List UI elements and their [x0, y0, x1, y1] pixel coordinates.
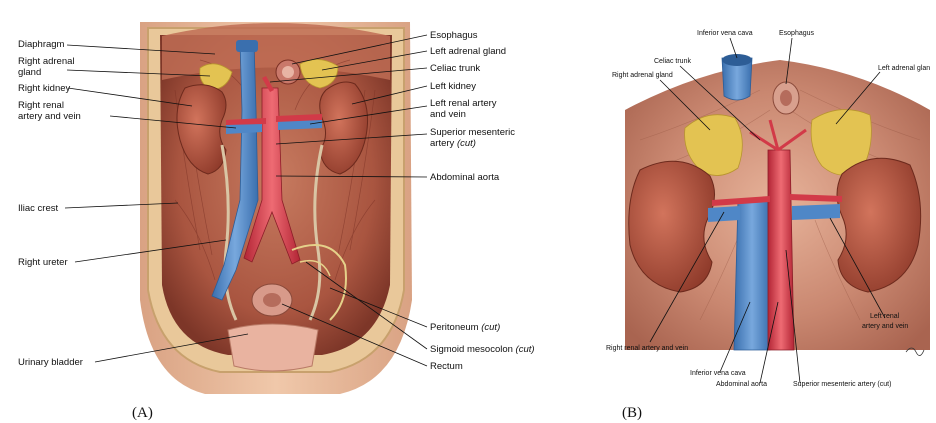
label-peritoneum: Peritoneum (cut) — [430, 322, 500, 333]
label-left-renal-b-2: artery and vein — [862, 323, 908, 330]
label-left-renal-b-1: Left renal — [870, 313, 900, 320]
label-right-renal-2: artery and vein — [18, 111, 81, 122]
label-rectum: Rectum — [430, 361, 463, 372]
label-right-adrenal-gland-1: Right adrenal — [18, 56, 75, 67]
label-abdominal-aorta-b: Abdominal aorta — [716, 381, 767, 388]
label-right-adrenal-gland-2: gland — [18, 67, 41, 78]
panel-a-caption: (A) — [132, 405, 153, 421]
label-abdominal-aorta-a: Abdominal aorta — [430, 172, 500, 183]
label-left-renal-1: Left renal artery — [430, 98, 497, 109]
label-left-kidney: Left kidney — [430, 81, 476, 92]
label-iliac-crest: Iliac crest — [18, 203, 58, 214]
label-inferior-vena-cava-top: Inferior vena cava — [697, 30, 753, 37]
label-sigmoid-main: Sigmoid mesocolon — [430, 344, 513, 355]
label-left-adrenal-gland-b: Left adrenal glan — [878, 65, 930, 72]
label-superior-mesenteric-1: Superior mesenteric — [430, 127, 515, 138]
label-esophagus-b: Esophagus — [779, 30, 815, 37]
label-superior-mesenteric-2-main: artery — [430, 138, 455, 149]
label-right-ureter: Right ureter — [18, 257, 68, 268]
label-left-renal-2: and vein — [430, 109, 466, 120]
label-superior-mesenteric-2: artery (cut) — [430, 138, 476, 149]
label-urinary-bladder: Urinary bladder — [18, 357, 83, 368]
label-diaphragm: Diaphragm — [18, 39, 65, 50]
label-left-adrenal-gland-a: Left adrenal gland — [430, 46, 506, 57]
label-right-renal-b: Right renal artery and vein — [606, 345, 688, 352]
panel-b: Inferior vena cava Esophagus Celiac trun… — [606, 30, 930, 421]
label-superior-mesenteric-cut: (cut) — [457, 138, 476, 149]
label-sigmoid-mesocolon: Sigmoid mesocolon (cut) — [430, 344, 535, 355]
label-right-kidney: Right kidney — [18, 83, 71, 94]
label-right-adrenal-gland-b: Right adrenal gland — [612, 72, 673, 79]
label-superior-mesenteric-b: Superior mesenteric artery (cut) — [793, 381, 891, 388]
panel-a: Diaphragm Right adrenal gland Right kidn… — [18, 22, 535, 421]
label-celiac-trunk-a: Celiac trunk — [430, 63, 480, 74]
label-peritoneum-cut: (cut) — [481, 322, 500, 333]
label-sigmoid-cut: (cut) — [516, 344, 535, 355]
label-esophagus-a: Esophagus — [430, 30, 478, 41]
panel-b-caption: (B) — [622, 405, 642, 421]
panel-b-illustration — [625, 54, 930, 356]
label-celiac-trunk-b: Celiac trunk — [654, 58, 691, 65]
label-right-renal-1: Right renal — [18, 100, 64, 111]
label-peritoneum-main: Peritoneum — [430, 322, 479, 333]
label-inferior-vena-cava-bottom: Inferior vena cava — [690, 370, 746, 377]
panel-a-illustration — [140, 22, 412, 394]
